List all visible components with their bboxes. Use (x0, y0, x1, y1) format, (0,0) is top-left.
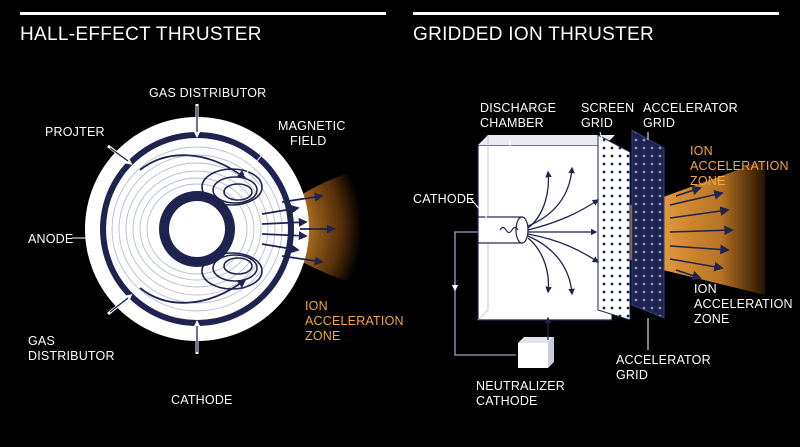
gridded-title: GRIDDED ION THRUSTER (413, 24, 654, 45)
hall-label-acceleration: ACCELERATION (305, 314, 404, 328)
chamber-electron-arrows (527, 166, 600, 296)
neutralizer-box (518, 337, 554, 368)
gridded-label-acceleration-top: ACCELERATION (690, 159, 789, 173)
gridded-label-chamber: CHAMBER (480, 116, 544, 130)
gridded-label-accelerator-bottom: ACCELERATOR (616, 353, 711, 367)
gridded-title-rule (413, 12, 779, 15)
hall-inlet-arrow-cores (109, 106, 198, 352)
gridded-label-neutralizer: NEUTRALIZER (476, 379, 565, 393)
hall-label-projter: PROJTER (45, 125, 105, 139)
accelerator-grid (631, 129, 665, 319)
beam-arrows (669, 185, 734, 281)
gridded-thruster: DISCHARGE CHAMBER SCREEN GRID ACCELERATO… (413, 101, 793, 408)
gridded-label-cathode: CATHODE (413, 192, 475, 206)
discharge-chamber-edge (477, 135, 489, 321)
gridded-label-screen: SCREEN (581, 101, 634, 115)
gridded-label-accelerator-bottom-grid: GRID (616, 368, 648, 382)
hall-label-field: FIELD (290, 134, 326, 148)
gridded-label-ion-top: ION (690, 144, 713, 158)
hall-hub (169, 201, 225, 257)
hall-label-gas-distributor-top: GAS DISTRIBUTOR (149, 86, 266, 100)
hall-label-magnetic: MAGNETIC (278, 119, 346, 133)
hall-label-ion: ION (305, 299, 328, 313)
gridded-label-acceleration-bottom: ACCELERATION (694, 297, 793, 311)
hall-label-anode: ANODE (28, 232, 73, 246)
gridded-leaders (469, 131, 649, 350)
hall-label-gas: GAS (28, 334, 55, 348)
hall-title: HALL-EFFECT THRUSTER (20, 24, 262, 45)
circuit-wire (454, 231, 516, 356)
discharge-chamber-top (478, 135, 615, 145)
gridded-label-ion-bottom: ION (694, 282, 717, 296)
gridded-label-zone-top: ZONE (690, 174, 726, 188)
hall-magnetic-loops (201, 168, 263, 290)
hall-ion-arrows (261, 192, 336, 266)
hall-label-cathode: CATHODE (171, 393, 233, 407)
gridded-label-zone-bottom: ZONE (694, 312, 730, 326)
hall-field-lines (111, 146, 283, 312)
hall-title-rule (20, 12, 386, 15)
gridded-label-accelerator-top: ACCELERATOR (643, 101, 738, 115)
hall-thruster: GAS DISTRIBUTOR PROJTER MAGNETIC FIELD A… (28, 86, 404, 407)
gridded-label-screen-grid: GRID (581, 116, 613, 130)
hall-label-zone: ZONE (305, 329, 341, 343)
gridded-label-discharge: DISCHARGE (480, 101, 556, 115)
gridded-label-accelerator-top-grid: GRID (643, 116, 675, 130)
hall-leaders (72, 147, 269, 239)
hall-label-distributor: DISTRIBUTOR (28, 349, 115, 363)
gridded-cathode (477, 216, 529, 244)
gridded-label-neutralizer-cathode: CATHODE (476, 394, 538, 408)
screen-grid (597, 134, 631, 321)
